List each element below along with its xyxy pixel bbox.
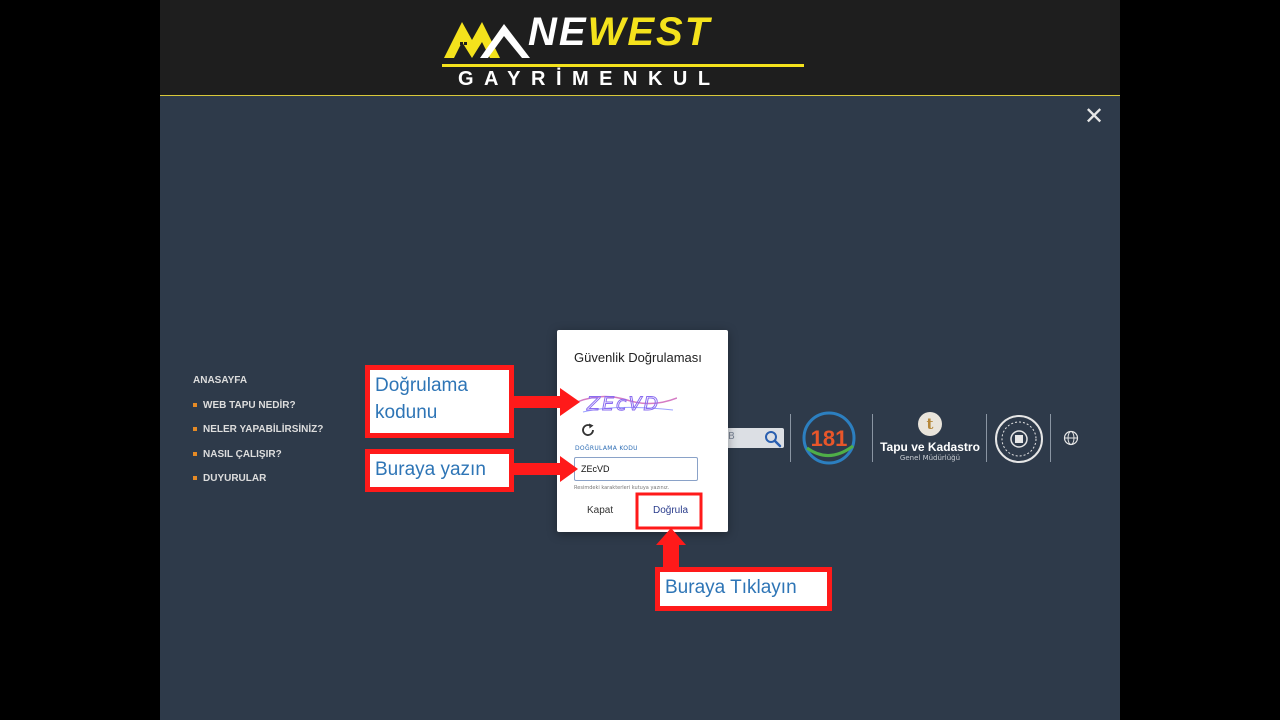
code-field-label: DOĞRULAMA KODU [575, 445, 638, 452]
logo-underline [442, 64, 804, 67]
close-button[interactable]: Kapat [587, 505, 614, 516]
logo-subtitle: GAYRİMENKUL [458, 68, 721, 90]
site-header: NEWEST GAYRİMENKUL [160, 0, 1120, 96]
nav-item-how-it-works[interactable]: NASIL ÇALIŞIR? [193, 448, 323, 473]
callout-type-here: Buraya yazın [365, 449, 514, 492]
ministry-seal-icon[interactable] [994, 414, 1044, 464]
callout-captcha-line1: Doğrulama [375, 375, 468, 396]
verify-button[interactable]: Doğrula [653, 505, 689, 516]
newwest-logo[interactable]: NEWEST GAYRİMENKUL [442, 6, 804, 94]
side-nav: ANASAYFA WEB TAPU NEDİR? NELER YAPABİLİR… [193, 374, 323, 497]
logo-word-part1: NE [528, 10, 588, 54]
logo-word-part2: WEST [587, 10, 712, 54]
divider [1050, 414, 1051, 462]
tapu-name: Tapu ve Kadastro [880, 440, 980, 454]
house-roof-icon [444, 22, 530, 58]
nav-item-what-is[interactable]: WEB TAPU NEDİR? [193, 399, 323, 424]
arrow-to-verify [656, 528, 686, 570]
callout-captcha-line2: kodunu [375, 402, 438, 423]
hotline-181-logo[interactable]: 181 [795, 408, 865, 468]
nav-item-announcements[interactable]: DUYURULAR [193, 472, 323, 497]
divider [872, 414, 873, 462]
close-icon[interactable]: ✕ [1084, 102, 1105, 130]
page-stage: NEWEST GAYRİMENKUL ✕ ANASAYFA WEB TAPU N… [160, 0, 1120, 720]
code-hint: Resimdeki karakterleri kutuya yazınız. [574, 485, 670, 491]
callout-click-here: Buraya Tıklayın [655, 567, 832, 611]
logo-wordmark: NEWEST [528, 10, 711, 55]
dialog-title: Güvenlik Doğrulaması [574, 350, 702, 365]
verification-code-input[interactable] [574, 457, 698, 481]
divider [790, 414, 791, 462]
nav-item-what-can-you-do[interactable]: NELER YAPABİLİRSİNİZ? [193, 423, 323, 448]
refresh-icon[interactable] [580, 422, 596, 438]
search-icon[interactable] [764, 430, 782, 448]
security-verification-dialog: Güvenlik Doğrulaması ZEcVD DOĞRULAMA KOD… [557, 330, 728, 532]
search-placeholder: B [728, 431, 735, 442]
nav-item-home[interactable]: ANASAYFA [193, 375, 248, 386]
tapu-subtitle: Genel Müdürlüğü [899, 454, 961, 462]
captcha-image: ZEcVD [577, 393, 677, 416]
callout-captcha-code: Doğrulama kodunu [365, 365, 514, 438]
tapu-kadastro-logo[interactable]: t Tapu ve Kadastro Genel Müdürlüğü [878, 410, 982, 468]
globe-icon[interactable] [1063, 430, 1079, 446]
captcha-text: ZEcVD [586, 393, 660, 415]
tapu-emblem-icon: t [918, 412, 942, 436]
divider [986, 414, 987, 462]
hotline-number: 181 [811, 426, 848, 451]
